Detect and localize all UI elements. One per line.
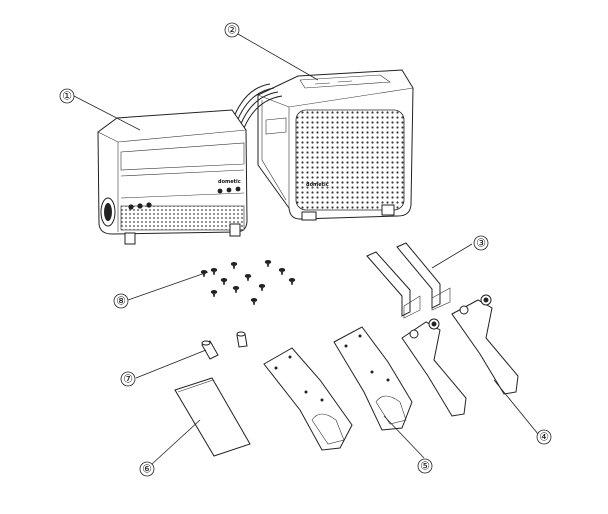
screw bbox=[230, 262, 238, 269]
callout-7: ⑦ bbox=[120, 371, 136, 387]
screw bbox=[278, 268, 286, 275]
screw bbox=[210, 290, 218, 297]
callout-1-label: ① bbox=[62, 90, 72, 103]
large-brackets bbox=[401, 294, 519, 417]
callout-4-label: ④ bbox=[539, 431, 549, 444]
screw bbox=[220, 278, 228, 285]
rear-brand-label: dometic bbox=[306, 182, 329, 188]
screw bbox=[210, 268, 218, 275]
rubber-plugs bbox=[201, 331, 248, 360]
callout-5-label: ⑤ bbox=[420, 460, 430, 473]
front-evaporator-unit: dometic bbox=[97, 109, 248, 245]
screw bbox=[258, 284, 266, 291]
mounting-plates bbox=[263, 326, 413, 451]
callout-2-label: ② bbox=[227, 24, 237, 37]
screw bbox=[250, 298, 258, 305]
screw bbox=[244, 274, 252, 281]
small-brackets bbox=[366, 242, 451, 319]
screw bbox=[264, 260, 272, 267]
callout-1: ① bbox=[59, 88, 75, 104]
callout-6: ⑥ bbox=[139, 461, 155, 477]
rear-condenser-unit: dometic bbox=[257, 69, 414, 221]
callout-3-label: ③ bbox=[476, 237, 486, 250]
screw bbox=[288, 278, 296, 285]
mounting-pad bbox=[174, 377, 251, 457]
callout-4: ④ bbox=[536, 429, 552, 445]
callout-3: ③ bbox=[473, 235, 489, 251]
callout-5: ⑤ bbox=[417, 458, 433, 474]
callout-2: ② bbox=[224, 22, 240, 38]
screw-set bbox=[200, 260, 296, 305]
front-brand-label: dometic bbox=[218, 179, 241, 185]
callout-7-label: ⑦ bbox=[123, 373, 133, 386]
callout-6-label: ⑥ bbox=[142, 463, 152, 476]
callout-8-label: ⑧ bbox=[116, 295, 126, 308]
callout-8: ⑧ bbox=[113, 293, 129, 309]
screw bbox=[232, 286, 240, 293]
leader-lines bbox=[73, 33, 539, 465]
